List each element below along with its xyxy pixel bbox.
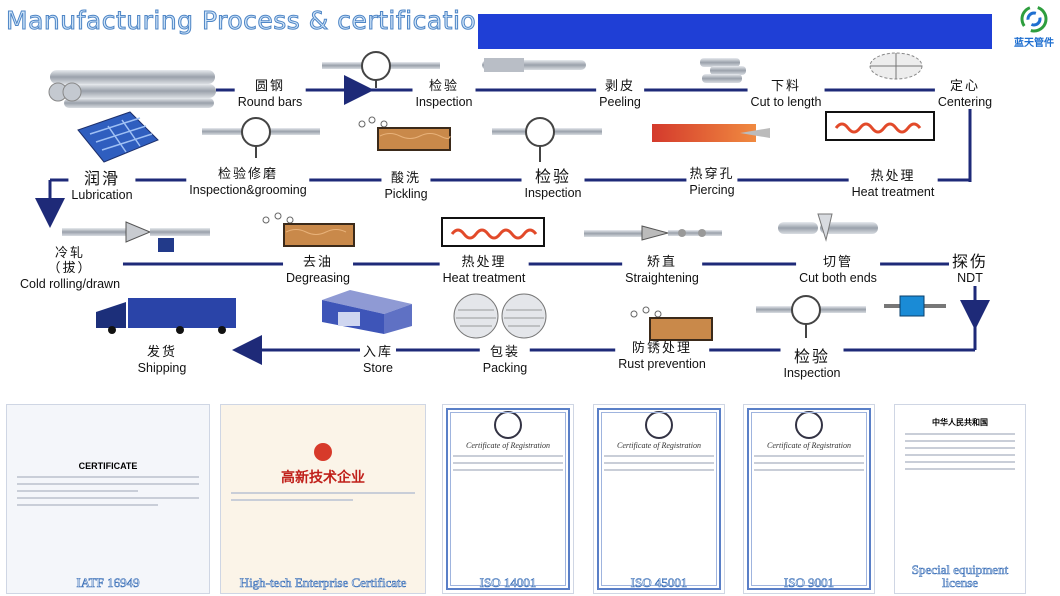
degreasing-image <box>262 212 355 247</box>
step-cold-rolling: 冷轧（拔）Cold rolling/drawn <box>16 246 124 292</box>
inspection-grooming-image <box>202 117 320 158</box>
cert-label: High-tech Enterprise Certificate <box>239 575 407 591</box>
cert-heading: Certificate of Registration <box>617 441 701 450</box>
cert-heading: Certificate of Registration <box>767 441 851 450</box>
ndt-tester-image <box>884 295 946 317</box>
rust-prevention-image <box>630 306 713 341</box>
certificate-iatf: CERTIFICATE IATF 16949 <box>6 404 210 594</box>
certificate-iso-14001: Certificate of Registration ISO 14001 <box>442 404 574 594</box>
certificate-iso-45001: Certificate of Registration ISO 45001 <box>593 404 725 594</box>
certificate-iso-9001: Certificate of Registration ISO 9001 <box>743 404 875 594</box>
cert-label: Special equipment license <box>911 562 1009 590</box>
inspection-probe-image-2 <box>492 117 602 162</box>
cut-to-length-image <box>700 58 746 83</box>
cert-label: ISO 14001 <box>479 575 537 591</box>
cert-label: ISO 9001 <box>783 575 835 591</box>
cold-rolling-image <box>62 221 210 252</box>
logo-text: 蓝天管件 <box>1014 38 1054 49</box>
lubrication-image <box>77 111 159 163</box>
heat-treatment-furnace-image-2 <box>441 217 545 247</box>
peeling-image <box>482 58 586 72</box>
company-logo: 蓝天管件 <box>1010 4 1058 49</box>
packing-bundles-image <box>453 293 547 339</box>
cert-heading: 中华人民共和国 <box>932 418 988 427</box>
heat-treatment-furnace-image <box>825 111 935 141</box>
certificate-special-equipment: 中华人民共和国 Special equipment license <box>894 404 1026 594</box>
inspection-probe-image <box>322 51 440 88</box>
round-bars-image <box>48 70 216 108</box>
page-title: Manufacturing Process & certification <box>6 6 493 36</box>
centering-image <box>869 52 923 80</box>
warehouse-image <box>322 290 412 334</box>
cert-heading: Certificate of Registration <box>466 441 550 450</box>
cert-heading: 高新技术企业 <box>281 470 365 486</box>
cert-label: ISO 45001 <box>630 575 688 591</box>
certificate-high-tech: 高新技术企业 High-tech Enterprise Certificate <box>220 404 426 594</box>
seal-icon <box>795 411 823 439</box>
piercing-image <box>652 124 770 142</box>
emblem-icon <box>314 443 332 461</box>
straightening-image <box>584 225 722 241</box>
cert-label: IATF 16949 <box>76 575 140 591</box>
final-inspection-image <box>756 295 866 338</box>
cert-heading: CERTIFICATE <box>78 461 138 471</box>
pickling-image <box>358 116 451 151</box>
brand-swirl-logo-icon <box>1020 5 1048 33</box>
shipping-truck-image <box>96 298 236 334</box>
cut-both-ends-image <box>778 213 878 242</box>
header-banner <box>478 14 992 49</box>
